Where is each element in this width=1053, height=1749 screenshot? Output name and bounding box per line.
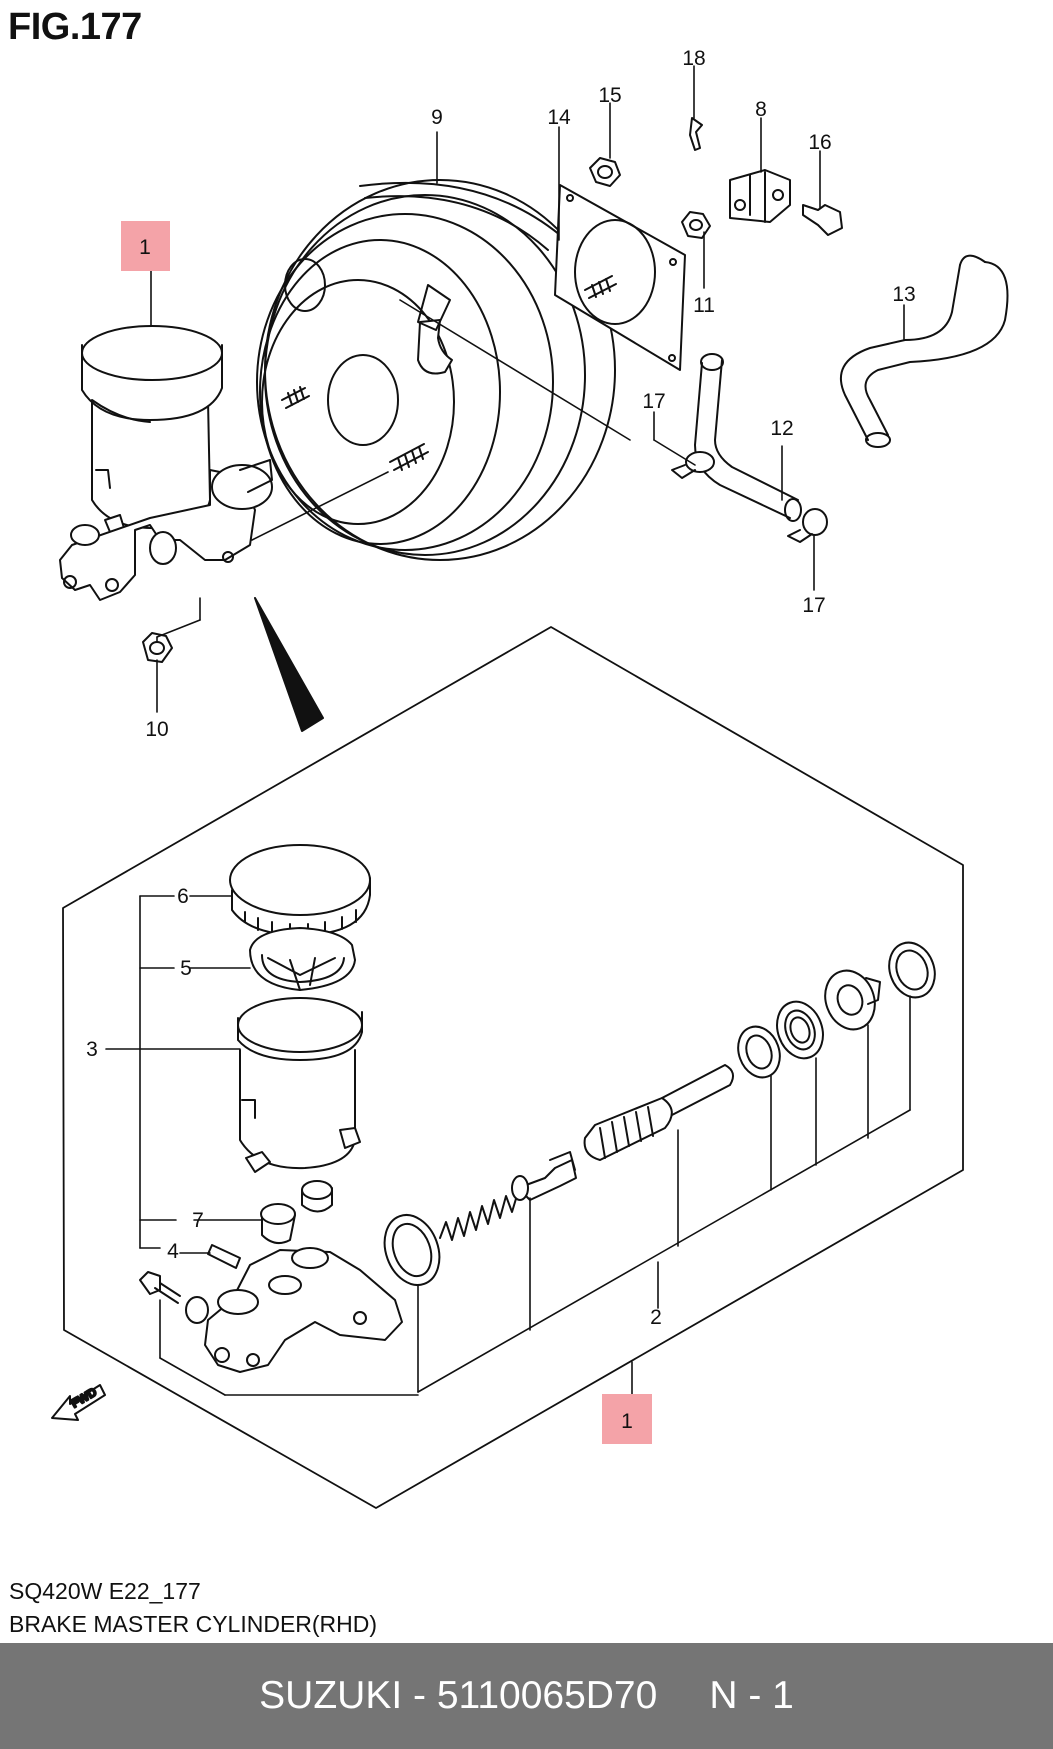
callout-11[interactable]: 11 — [693, 294, 715, 317]
callout-14[interactable]: 14 — [547, 106, 571, 129]
callout-5[interactable]: 5 — [180, 957, 192, 980]
callout-17-upper[interactable]: 17 — [642, 390, 665, 413]
snap-ring — [888, 941, 936, 999]
nut-10 — [142, 632, 173, 663]
cup-seal-a — [737, 1025, 781, 1079]
pin-4 — [207, 1244, 241, 1269]
reservoir-cap-6 — [229, 844, 371, 937]
callout-13[interactable]: 13 — [892, 283, 915, 306]
callout-10[interactable]: 10 — [145, 718, 168, 741]
return-spring — [439, 1191, 519, 1241]
figure-title: FIG.177 — [8, 6, 142, 48]
footer-bar: SUZUKI - 5110065D70 N - 1 — [0, 1643, 1053, 1749]
nut-15 — [589, 157, 621, 187]
seal-ring — [383, 1214, 441, 1286]
washer — [185, 1296, 209, 1324]
callout-6[interactable]: 6 — [177, 885, 189, 908]
callout-16[interactable]: 16 — [808, 131, 831, 154]
nut-11 — [681, 211, 711, 239]
view-pointer-arrow — [254, 597, 324, 732]
booster-gasket — [554, 184, 686, 371]
fwd-arrow: FWD — [51, 1384, 106, 1421]
exploded-view-frame — [62, 626, 964, 1509]
master-cylinder-body — [204, 1247, 403, 1373]
callout-8[interactable]: 8 — [755, 98, 767, 121]
master-cylinder-assembly-top — [59, 325, 389, 601]
reservoir-3 — [237, 997, 363, 1173]
callout-7[interactable]: 7 — [192, 1209, 204, 1232]
clip-18 — [689, 117, 703, 151]
callout-4[interactable]: 4 — [167, 1240, 179, 1263]
vacuum-hose-13 — [840, 254, 1009, 448]
bolt — [139, 1271, 181, 1304]
page-label: N - 1 — [709, 1674, 794, 1717]
bracket-8 — [729, 169, 791, 223]
highlight-box-top — [121, 221, 170, 271]
hose-clamp-17-upper — [671, 451, 715, 479]
hose-clamp-17-lower — [787, 508, 828, 543]
callout-12[interactable]: 12 — [770, 417, 793, 440]
model-code: SQ420W E22_177 — [9, 1578, 201, 1604]
parts-diagram: FWD — [51, 47, 1009, 1509]
callout-2[interactable]: 2 — [650, 1306, 662, 1329]
leader-lines — [105, 65, 911, 1396]
piston-stop — [824, 969, 881, 1031]
cup-seal-b — [776, 1000, 824, 1060]
booster-stud-right — [389, 443, 429, 471]
callout-3[interactable]: 3 — [86, 1038, 98, 1061]
brake-booster — [256, 179, 616, 561]
callout-1-top[interactable]: 1 — [139, 236, 151, 259]
highlight-box-bottom — [602, 1394, 652, 1444]
part-number-label: SUZUKI - 5110065D70 — [259, 1674, 658, 1717]
callout-18[interactable]: 18 — [682, 47, 705, 70]
callout-17-lower[interactable]: 17 — [802, 594, 825, 617]
reservoir-strainer-5 — [249, 927, 356, 991]
primary-piston — [583, 1064, 735, 1161]
booster-stud-left — [281, 386, 310, 409]
secondary-piston — [511, 1151, 577, 1201]
diagram-description: BRAKE MASTER CYLINDER(RHD) — [9, 1611, 378, 1637]
pin-16 — [802, 204, 843, 236]
callout-15[interactable]: 15 — [598, 84, 621, 107]
callout-1-bottom[interactable]: 1 — [621, 1410, 633, 1433]
callout-9[interactable]: 9 — [431, 106, 443, 129]
grommet-7 — [260, 1180, 333, 1245]
